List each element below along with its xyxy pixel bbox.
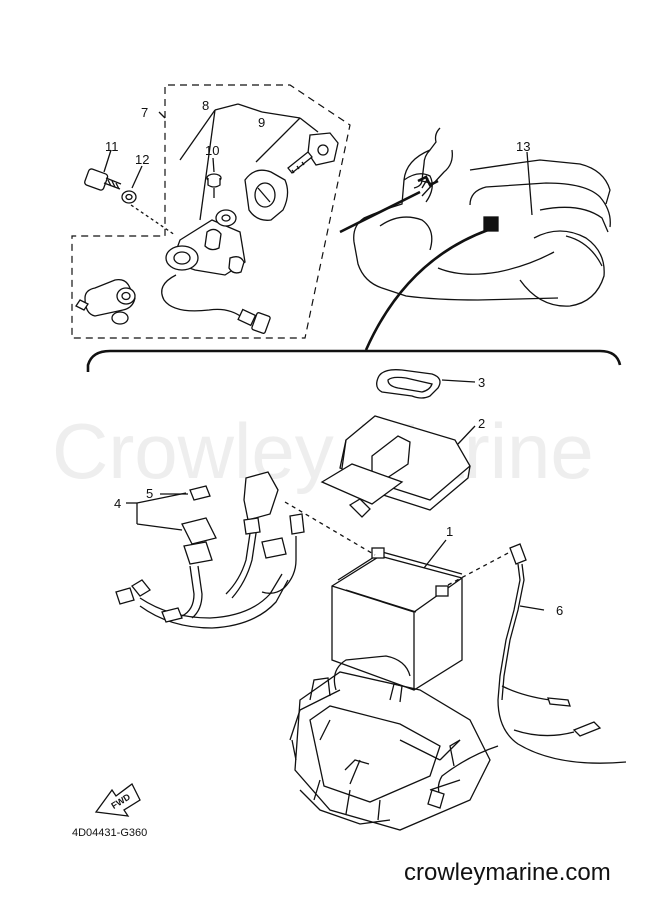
callout-11[interactable]: 11: [105, 139, 119, 154]
location-pointer-lines: [339, 151, 533, 351]
callout-8[interactable]: 8: [202, 98, 209, 113]
part-2-battery-cover[interactable]: [320, 415, 476, 518]
main-switch-group: [71, 84, 351, 339]
part-11-bolt[interactable]: [84, 168, 122, 191]
callout-9[interactable]: 9: [258, 115, 265, 130]
drawing-code: 4D04431-G360: [72, 827, 147, 839]
part-6-battery-lead[interactable]: [427, 543, 627, 809]
callout-7[interactable]: 7: [141, 105, 148, 120]
section-divider: [86, 349, 622, 372]
part-10-screw[interactable]: [206, 173, 222, 198]
fwd-arrow-icon: FWD: [94, 783, 141, 817]
part-1-battery[interactable]: [284, 501, 511, 691]
part-12-washer[interactable]: [121, 190, 137, 204]
callout-13[interactable]: 13: [516, 139, 530, 154]
watermark: Crowley Marine: [52, 407, 594, 495]
scooter-silhouette: [353, 127, 611, 307]
callout-1[interactable]: 1: [446, 524, 453, 539]
group-7-dashed-outline: [71, 84, 351, 339]
footer-url: crowleymarine.com: [404, 859, 611, 886]
callout-2[interactable]: 2: [478, 416, 485, 431]
callout-6[interactable]: 6: [556, 603, 563, 618]
callout-10[interactable]: 10: [205, 143, 219, 158]
frame-battery-box: [289, 655, 491, 831]
seat-lock-assembly[interactable]: [75, 278, 136, 325]
callout-4[interactable]: 4: [114, 496, 121, 511]
callout-12[interactable]: 12: [135, 152, 149, 167]
part-4-wire-harness[interactable]: [115, 471, 305, 629]
part-8-main-switch[interactable]: [161, 209, 271, 334]
part-9-key-set[interactable]: [244, 132, 339, 221]
upper-leader-lines: [103, 103, 319, 236]
part-4-leader: [126, 492, 187, 531]
part-3-battery-band[interactable]: [376, 369, 476, 399]
callout-5[interactable]: 5: [146, 486, 153, 501]
callout-3[interactable]: 3: [478, 375, 485, 390]
callout-labels: 1 2 3 4 5 6 7 8 9 10 11 12 13: [105, 98, 563, 618]
